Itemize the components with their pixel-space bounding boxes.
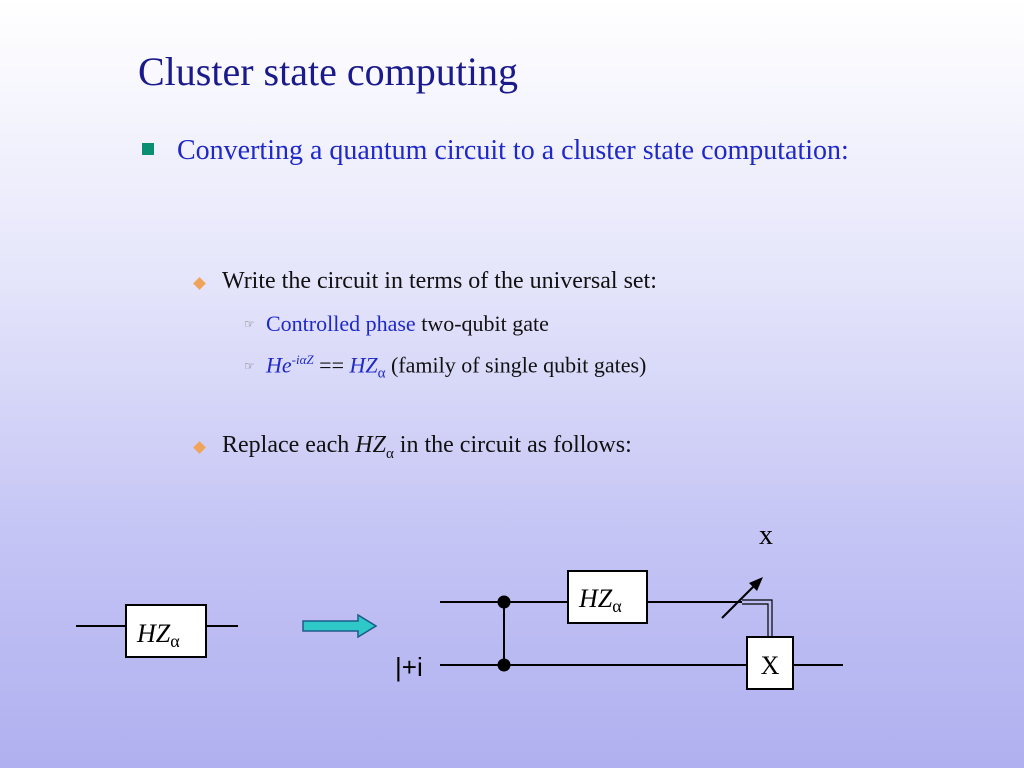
x-gate-box bbox=[746, 636, 794, 690]
replace-post-text: in the circuit as follows: bbox=[393, 432, 632, 458]
left-hz-gate-box bbox=[125, 604, 207, 658]
transform-arrow-icon bbox=[302, 613, 378, 639]
x-gate-label: X bbox=[761, 651, 780, 680]
equivalence-text: == bbox=[313, 352, 350, 378]
left-gate-label: HZα bbox=[136, 619, 180, 651]
measurement-arrow-head-icon bbox=[749, 577, 763, 591]
slide-title: Cluster state computing bbox=[138, 49, 518, 94]
measurement-arrow-line bbox=[721, 583, 757, 619]
two-qubit-gate-text: two-qubit gate bbox=[415, 311, 549, 336]
measurement-output-label: x bbox=[759, 520, 773, 551]
right-hz-gate-box bbox=[567, 570, 648, 624]
square-bullet-icon bbox=[142, 143, 154, 155]
replace-alpha-subscript: α bbox=[385, 445, 394, 462]
right-gate-label: HZα bbox=[578, 584, 622, 616]
alpha-subscript: α bbox=[377, 365, 386, 382]
control-dot-upper bbox=[497, 595, 511, 609]
replace-pre-text: Replace each bbox=[222, 432, 356, 458]
control-dot-lower bbox=[497, 658, 511, 672]
bullet-controlled-phase: Controlled phase two-qubit gate bbox=[266, 311, 549, 337]
bullet-single-qubit-family: He-iαZ == HZα (family of single qubit ga… bbox=[266, 352, 646, 383]
he-text: He bbox=[266, 352, 292, 378]
classical-wire-outer bbox=[742, 599, 773, 637]
controlled-phase-label: Controlled phase bbox=[266, 311, 416, 336]
exponent-text: -iαZ bbox=[291, 352, 314, 367]
replace-hz-text: HZ bbox=[355, 432, 386, 458]
hz-text: HZ bbox=[349, 352, 378, 378]
bullet-converting: Converting a quantum circuit to a cluste… bbox=[177, 135, 849, 166]
pointing-hand-icon: ☞ bbox=[244, 359, 255, 373]
classical-wire-inner bbox=[742, 603, 769, 637]
bullet-universal-set: Write the circuit in terms of the univer… bbox=[222, 268, 657, 294]
family-text: (family of single qubit gates) bbox=[385, 352, 647, 378]
plus-state-label: |+i bbox=[395, 652, 423, 682]
bullet-replace-each: Replace each HZα in the circuit as follo… bbox=[222, 432, 632, 463]
pointing-hand-icon: ☞ bbox=[244, 317, 255, 331]
